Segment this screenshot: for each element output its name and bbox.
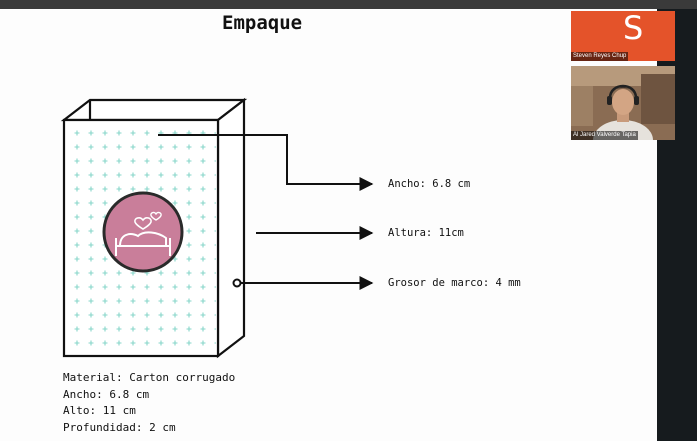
avatar-letter: S [623,11,644,47]
slide-title: Empaque [222,12,303,34]
spec-profundidad: Profundidad: 2 cm [63,420,176,434]
grosor-arrow [232,276,374,290]
spec-ancho: Ancho: 6.8 cm [63,387,150,401]
box-outline [60,97,248,359]
top-bar [0,0,697,9]
heart-bed-icon [102,191,184,273]
spec-material: Material: Carton corrugado [63,371,236,384]
participant-name: Al Jared Valverde Tapia [571,131,638,140]
ancho-arrow [158,134,374,191]
label-altura: Altura: 11cm [388,227,464,239]
participant-video [571,66,675,140]
specs-list: Material: Carton corrugado Ancho: 6.8 cm… [63,370,235,436]
label-ancho: Ancho: 6.8 cm [388,178,471,190]
participant-tile-jared[interactable]: Al Jared Valverde Tapia [571,66,675,140]
participant-name: Steven Reyes Chup [571,52,629,61]
spec-alto: Alto: 11 cm [63,404,136,417]
participant-tile-steven[interactable]: S Steven Reyes Chup [571,11,675,61]
label-grosor: Grosor de marco: 4 mm [388,277,521,289]
